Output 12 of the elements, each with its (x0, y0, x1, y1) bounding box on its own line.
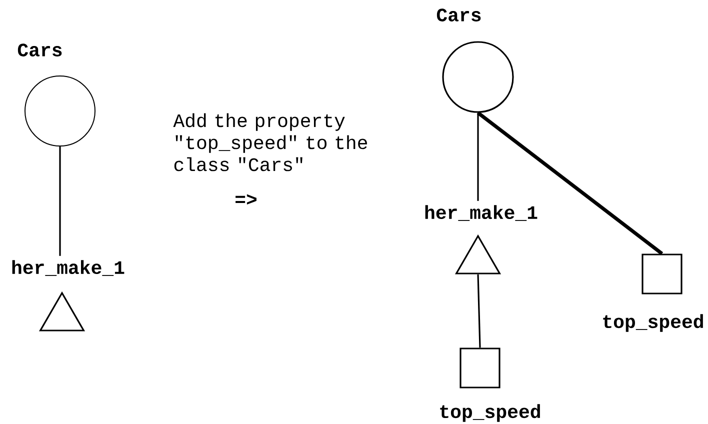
connector-line (476, 111, 664, 256)
connector-line (477, 112, 479, 201)
connector-line (477, 274, 481, 348)
property-name: top_speed (440, 404, 540, 422)
connector-line (59, 146, 61, 256)
instance-name: her_make_1 (425, 205, 538, 221)
class-name: Cars (18, 44, 62, 56)
instruction-text: Add the property "top_speed" to the class "Cars" (173, 113, 367, 172)
transform-arrow: => (236, 194, 256, 205)
property-name: top_speed (603, 314, 703, 332)
class-name: Cars (436, 8, 481, 22)
instance-name: her_make_1 (12, 260, 124, 276)
